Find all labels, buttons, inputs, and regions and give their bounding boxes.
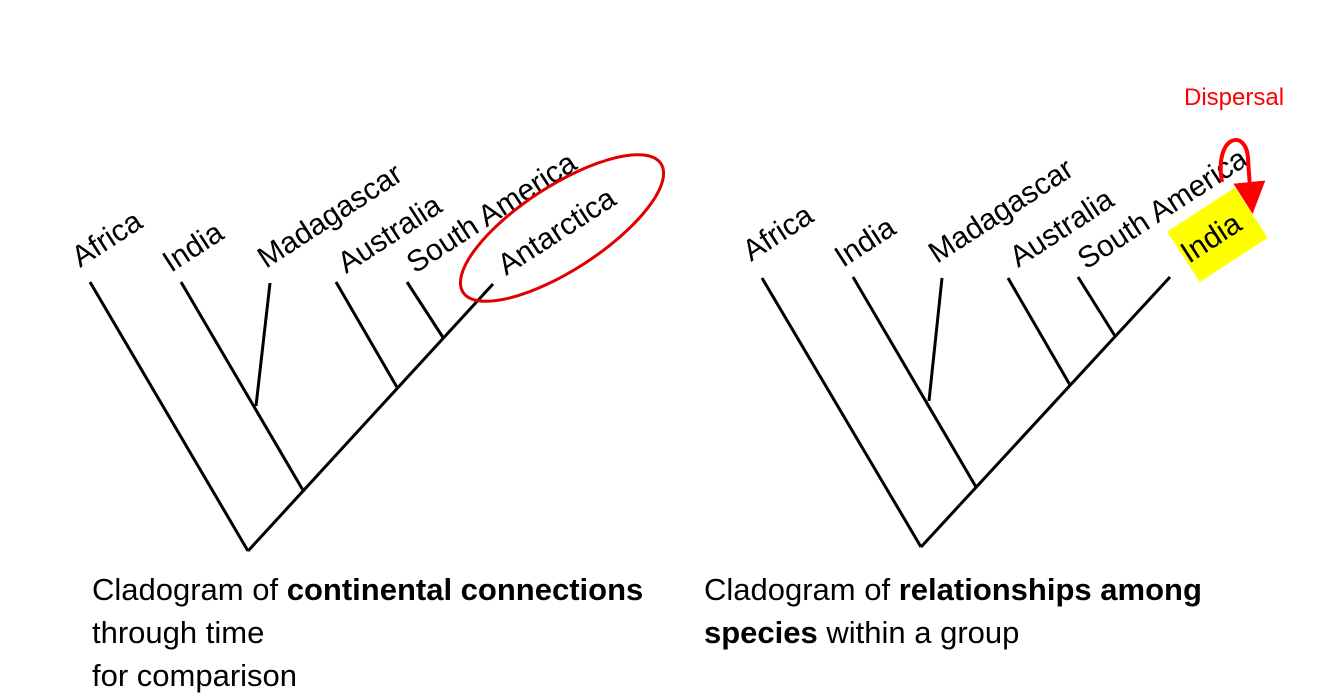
right-caption-suffix: within a group — [817, 615, 1020, 650]
left-tip-madagascar: Madagascar — [252, 157, 408, 275]
right-branch-india — [851, 276, 978, 488]
left-cladogram — [88, 281, 495, 553]
right-branch-madagascar — [927, 277, 944, 402]
right-branch-australia — [1006, 277, 1072, 386]
right-caption-bold-1: relationships among — [898, 572, 1202, 607]
left-caption-suffix: through time — [92, 615, 265, 650]
right-cladogram — [760, 275, 1172, 549]
left-caption-prefix: Cladogram of — [92, 572, 287, 607]
left-tip-africa: Africa — [66, 204, 149, 274]
left-branch-madagascar — [254, 282, 272, 407]
left-branch-africa — [88, 281, 250, 552]
left-branch-spine — [246, 282, 495, 553]
antarctica-highlight-ellipse — [458, 153, 666, 303]
dispersal-label: Dispersal — [1184, 84, 1284, 111]
right-tip-madagascar: Madagascar — [923, 152, 1079, 270]
dispersal-arrow — [1218, 138, 1266, 214]
left-branch-australia — [334, 281, 400, 390]
left-caption-cutoff: for comparison — [92, 658, 298, 693]
right-branch-south-america — [1076, 276, 1117, 337]
right-branch-africa — [760, 277, 923, 548]
left-tip-india: India — [157, 216, 230, 279]
right-tip-india: India — [829, 211, 902, 274]
right-branch-spine — [919, 275, 1172, 549]
left-branch-india — [179, 281, 306, 493]
right-caption-prefix: Cladogram of — [704, 572, 899, 607]
left-caption: Cladogram of continental connections thr… — [92, 568, 652, 697]
left-caption-bold: continental connections — [286, 572, 644, 607]
right-caption: Cladogram of relationships among species… — [704, 568, 1304, 654]
left-branch-south-america — [405, 281, 446, 340]
right-caption-bold-2: species — [704, 615, 818, 650]
right-tip-africa: Africa — [737, 198, 820, 268]
cladogram-figure: Africa India Madagascar Australia South … — [66, 84, 1284, 553]
